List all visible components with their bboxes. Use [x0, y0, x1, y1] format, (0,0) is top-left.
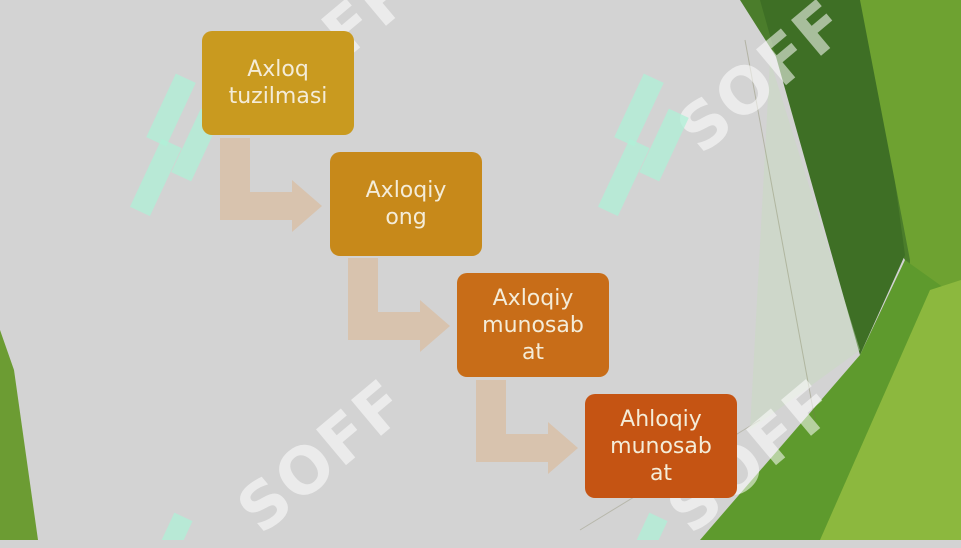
watermark-logo-icon: [157, 512, 193, 540]
step-box-2: Axloqiy ong: [330, 152, 482, 256]
bent-arrow-3: [476, 380, 578, 474]
watermark-logo-icon: [597, 73, 689, 217]
bent-arrow-1: [220, 138, 322, 232]
green-shape-dark: [760, 0, 905, 355]
green-shape-left: [0, 330, 38, 540]
green-shape-translucent: [750, 60, 860, 430]
green-shape-bottom-light: [820, 280, 961, 540]
step-box-4: Ahloqiy munosab at: [585, 394, 737, 498]
thin-line-1: [744, 39, 816, 421]
step-box-1: Axloq tuzilmasi: [202, 31, 354, 135]
watermark-logo-icon: [632, 512, 668, 540]
step-box-3: Axloqiy munosab at: [457, 273, 609, 377]
bent-arrow-2: [348, 258, 450, 352]
